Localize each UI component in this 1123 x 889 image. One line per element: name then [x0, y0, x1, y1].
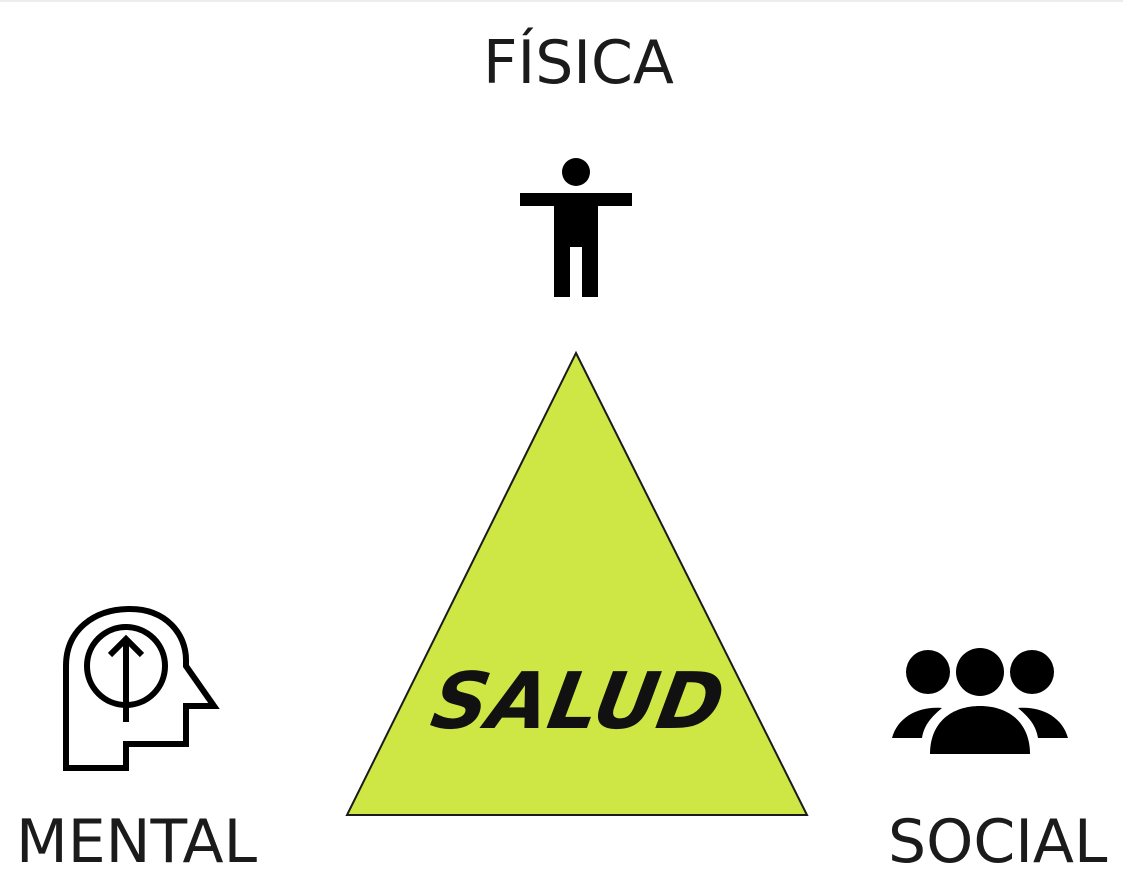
health-triangle: SALUD: [345, 350, 809, 816]
fisica-label: FÍSICA: [483, 28, 674, 98]
head-growth-icon: [63, 606, 220, 771]
person-icon: [520, 158, 632, 297]
top-divider: [0, 0, 1123, 2]
mental-label: MENTAL: [16, 807, 258, 877]
triangle-shape: [345, 350, 809, 816]
social-label: SOCIAL: [888, 807, 1108, 877]
salud-label: SALUD: [425, 656, 731, 747]
group-icon: [892, 648, 1068, 754]
